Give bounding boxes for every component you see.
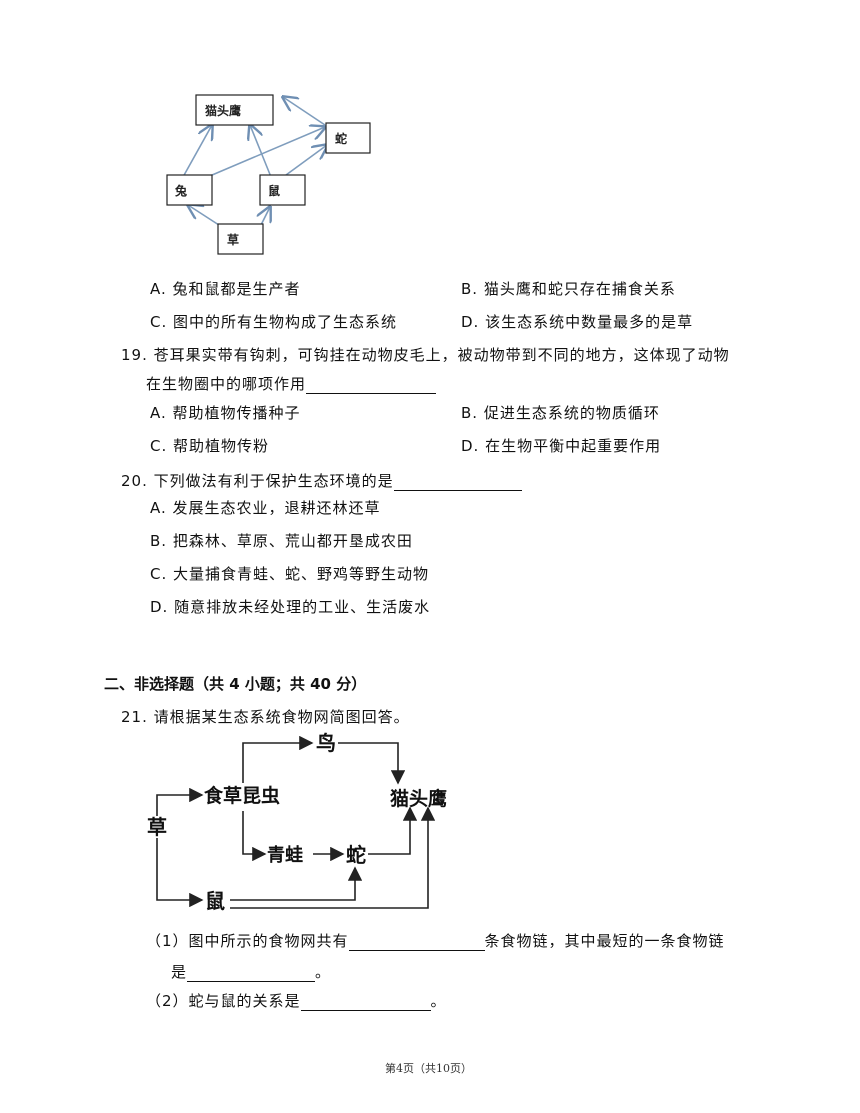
grass-label-1: 草 bbox=[227, 232, 239, 247]
frog-label: 青蛙 bbox=[267, 845, 303, 866]
q20-stem: 20. 下列做法有利于保护生态环境的是 bbox=[121, 472, 394, 490]
q21-sub2-text-b: 。 bbox=[430, 992, 447, 1010]
snake-label-2: 蛇 bbox=[346, 843, 366, 867]
q19-option-c[interactable]: C. 帮助植物传粉 bbox=[150, 437, 270, 455]
q19-stem-line2: 在生物圈中的哪项作用 bbox=[146, 375, 307, 393]
q20-option-b[interactable]: B. 把森林、草原、荒山都开垦成农田 bbox=[150, 532, 413, 550]
q21-sub1-text-c: 是 bbox=[171, 963, 188, 981]
q21-sub1-text-d: 。 bbox=[315, 963, 332, 981]
q21-sub1-line1: （1）图中所示的食物网共有 条食物链，其中最短的一条食物链 bbox=[146, 930, 725, 951]
q21-sub1-text-a: （1）图中所示的食物网共有 bbox=[146, 932, 349, 950]
snake-label-1: 蛇 bbox=[335, 131, 347, 146]
q21-sub2-blank[interactable] bbox=[300, 994, 431, 1011]
mouse-label-1: 鼠 bbox=[268, 183, 280, 198]
q21-stem: 21. 请根据某生态系统食物网简图回答。 bbox=[121, 708, 410, 726]
q21-sub1-blank-count[interactable] bbox=[348, 934, 485, 951]
q18-option-c[interactable]: C. 图中的所有生物构成了生态系统 bbox=[150, 313, 398, 331]
owl-label-2: 猫头鹰 bbox=[390, 787, 447, 810]
q20-stem-wrap: 20. 下列做法有利于保护生态环境的是 bbox=[121, 470, 522, 491]
bird-label: 鸟 bbox=[316, 731, 336, 755]
q18-option-b[interactable]: B. 猫头鹰和蛇只存在捕食关系 bbox=[461, 280, 676, 298]
rabbit-label: 兔 bbox=[174, 183, 187, 198]
q18-option-a[interactable]: A. 兔和鼠都是生产者 bbox=[150, 280, 301, 298]
q21-sub1-text-b: 条食物链，其中最短的一条食物链 bbox=[484, 932, 725, 950]
q18-option-d[interactable]: D. 该生态系统中数量最多的是草 bbox=[461, 313, 694, 331]
page-footer: 第4页（共10页） bbox=[385, 1062, 472, 1075]
q20-option-a[interactable]: A. 发展生态农业，退耕还林还草 bbox=[150, 499, 381, 517]
grass-label-2: 草 bbox=[147, 815, 167, 839]
q20-option-c[interactable]: C. 大量捕食青蛙、蛇、野鸡等野生动物 bbox=[150, 565, 430, 583]
q19-option-a[interactable]: A. 帮助植物传播种子 bbox=[150, 404, 301, 422]
food-web-figure-2: 鸟 食草昆虫 猫头鹰 草 青蛙 蛇 鼠 bbox=[147, 731, 447, 913]
q19-answer-blank[interactable] bbox=[306, 377, 437, 394]
q21-sub1-line2: 是。 bbox=[171, 961, 331, 982]
q19-stem-line2-wrap: 在生物圈中的哪项作用 bbox=[146, 373, 437, 394]
food-web-figure-1: 猫头鹰 蛇 兔 鼠 草 bbox=[166, 94, 371, 255]
mouse-label-2: 鼠 bbox=[205, 889, 225, 913]
q20-answer-blank[interactable] bbox=[393, 474, 522, 491]
q21-sub1-blank-chain[interactable] bbox=[187, 965, 316, 982]
q21-sub2-line: （2）蛇与鼠的关系是 。 bbox=[146, 990, 447, 1011]
insect-label: 食草昆虫 bbox=[204, 784, 280, 807]
q19-option-d[interactable]: D. 在生物平衡中起重要作用 bbox=[461, 437, 662, 455]
owl-label-1: 猫头鹰 bbox=[205, 103, 241, 118]
q19-stem-line1: 19. 苍耳果实带有钩刺，可钩挂在动物皮毛上，被动物带到不同的地方，这体现了动物 bbox=[121, 346, 730, 364]
q19-option-b[interactable]: B. 促进生态系统的物质循环 bbox=[461, 404, 660, 422]
q21-sub2-text-a: （2）蛇与鼠的关系是 bbox=[146, 992, 301, 1010]
section-2-title: 二、非选择题（共 4 小题；共 40 分） bbox=[104, 675, 367, 693]
q20-option-d[interactable]: D. 随意排放未经处理的工业、生活废水 bbox=[150, 598, 431, 616]
